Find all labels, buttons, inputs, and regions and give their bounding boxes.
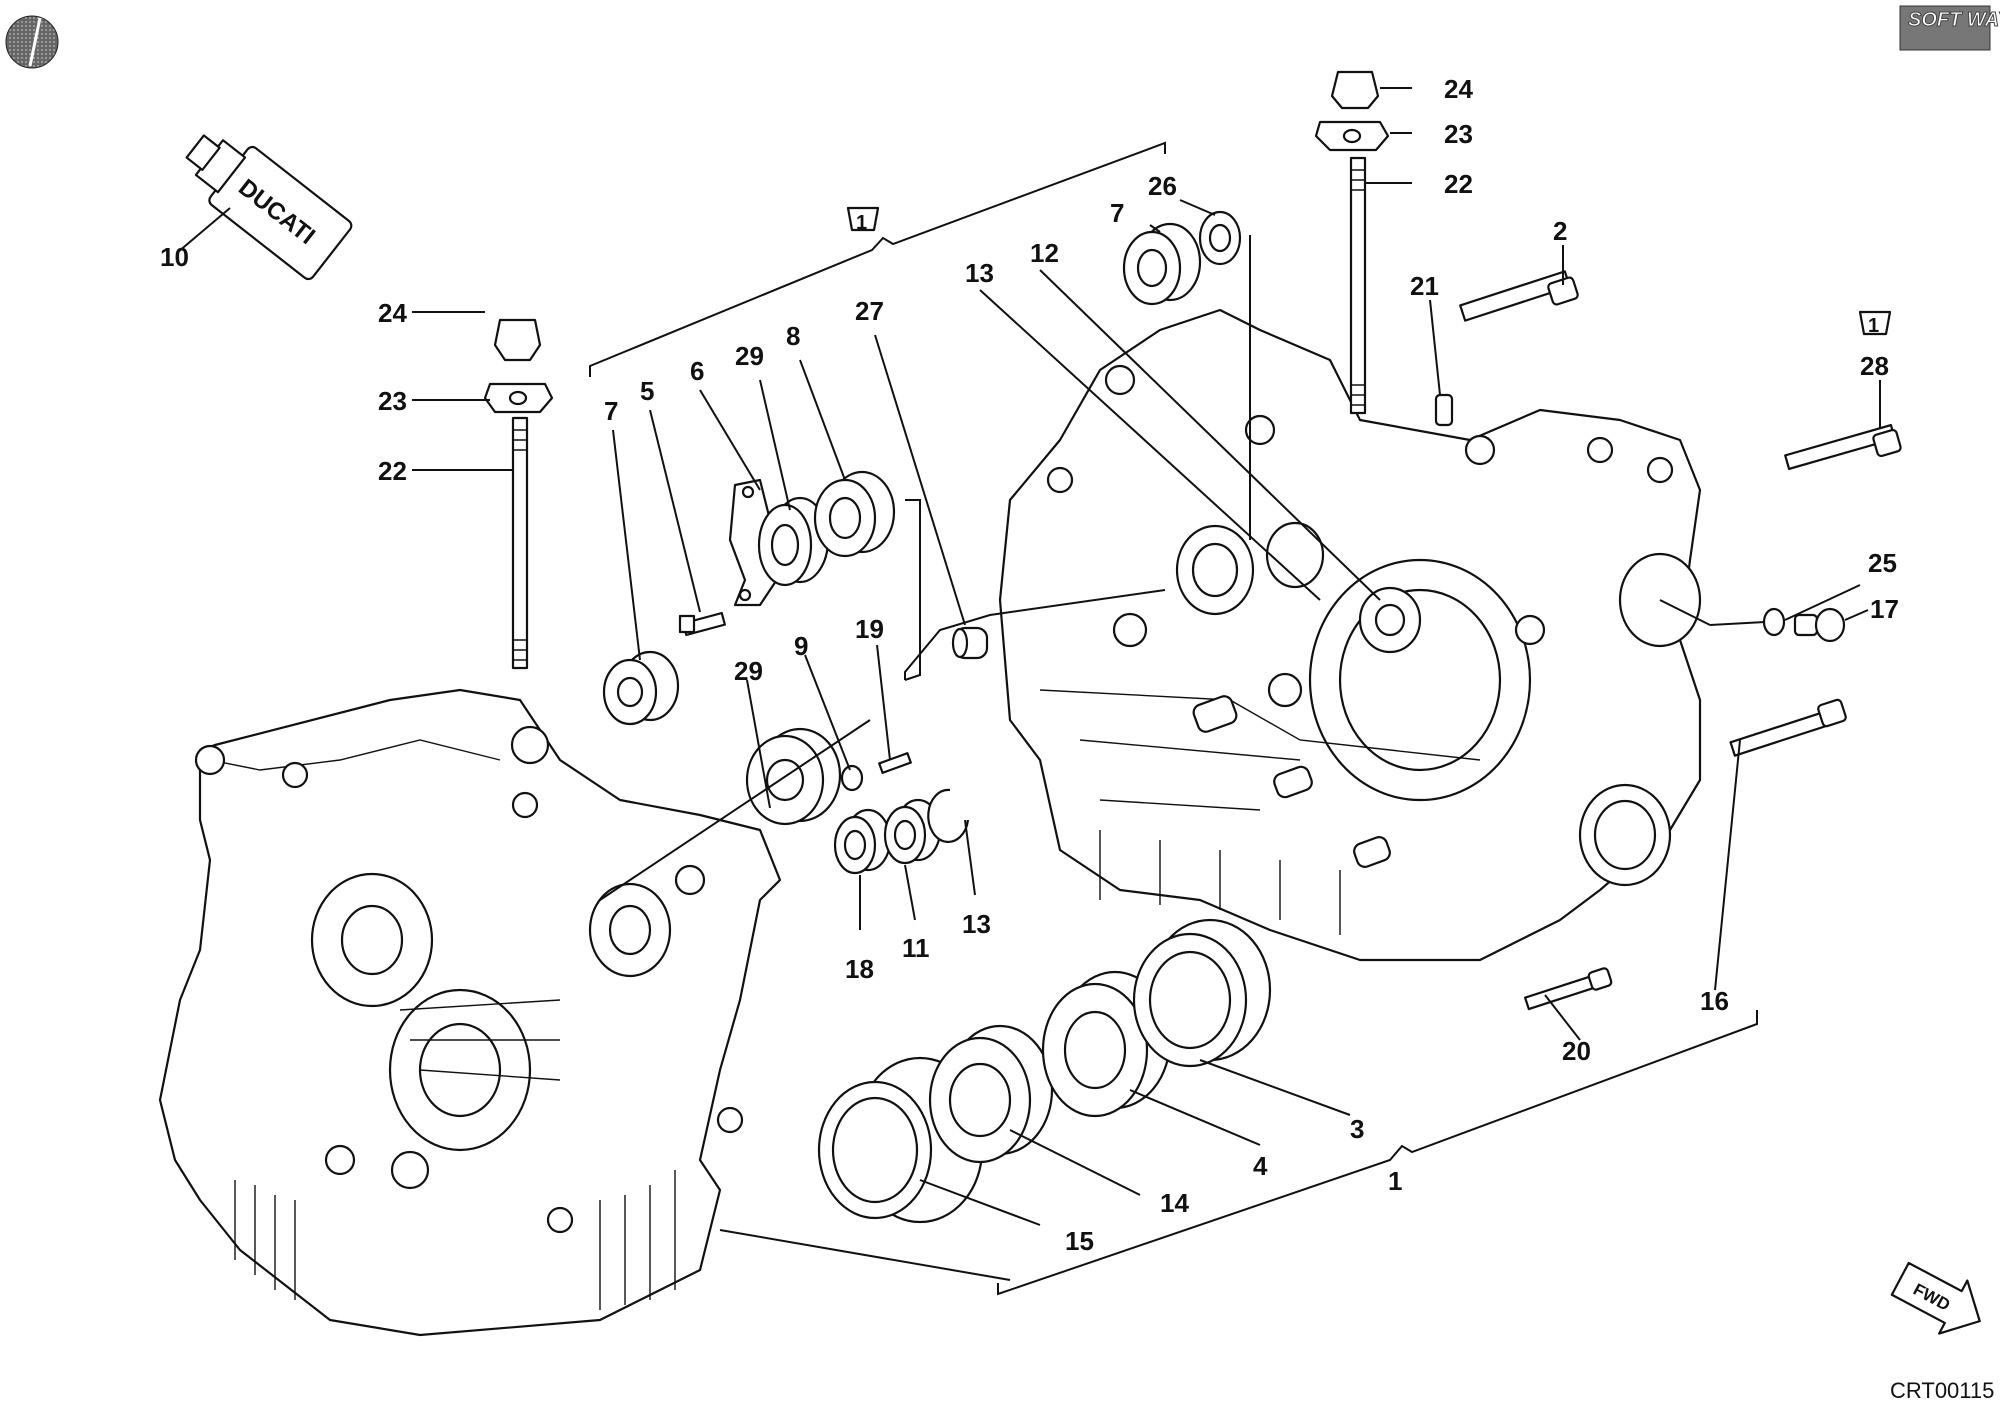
bolt-16 [1729, 698, 1847, 757]
screw-19 [878, 752, 912, 774]
stud-assembly-left [483, 318, 554, 670]
left-crankcase-half [158, 688, 782, 1337]
bushing-27 [951, 626, 989, 660]
bolt-28 [1784, 424, 1902, 470]
callout-8: 8 [786, 321, 800, 351]
bushing-3 [1132, 918, 1272, 1068]
callout-29-lower: 29 [734, 656, 763, 686]
bolt-2 [1459, 270, 1579, 322]
callout-27: 27 [855, 296, 884, 326]
callout-17: 17 [1870, 594, 1899, 624]
callout-13-lower: 13 [962, 909, 991, 939]
leader-lines [177, 87, 1881, 1281]
callout-28: 28 [1860, 351, 1889, 381]
seal-18 [833, 808, 892, 875]
callout-22-right: 22 [1444, 169, 1473, 199]
group-marker-label: 1 [856, 212, 867, 234]
callout-24-right: 24 [1444, 74, 1473, 104]
bushing-15 [817, 1056, 984, 1224]
right-crankcase-half [998, 308, 1702, 962]
group-marker-28: 1 [1858, 310, 1892, 337]
callout-10: 10 [160, 242, 189, 272]
bearing-29-lower [745, 727, 842, 826]
callout-2: 2 [1553, 216, 1567, 246]
bearing-7-right [1122, 222, 1202, 306]
group-marker-triangle [846, 206, 880, 232]
callouts: 10 24 23 22 24 23 22 7 5 6 29 8 27 13 12… [160, 74, 1899, 1256]
callout-1: 1 [1388, 1166, 1402, 1196]
callout-13-upper: 13 [965, 258, 994, 288]
callout-14: 14 [1160, 1188, 1189, 1218]
bearing-4 [1041, 970, 1172, 1118]
callout-26: 26 [1148, 171, 1177, 201]
callout-12: 12 [1030, 238, 1059, 268]
plug-17 [1793, 607, 1846, 643]
fwd-arrow-icon: FWD [1890, 1261, 1981, 1335]
softway-logo: SOFT WAY [1899, 5, 2000, 51]
callout-3: 3 [1350, 1114, 1364, 1144]
callout-7-left: 7 [604, 396, 618, 426]
callout-6: 6 [690, 356, 704, 386]
callout-23-left: 23 [378, 386, 407, 416]
callout-18: 18 [845, 954, 874, 984]
callout-15: 15 [1065, 1226, 1094, 1256]
marker-28-label: 1 [1868, 315, 1879, 337]
logo-text: SOFT WAY [1908, 9, 2000, 31]
group-bracket-bottom [997, 1010, 1758, 1296]
screw-5 [678, 611, 726, 637]
bearing-7-left [602, 650, 680, 726]
callout-21: 21 [1410, 271, 1439, 301]
callout-23-right: 23 [1444, 119, 1473, 149]
dowel-21 [1434, 393, 1454, 427]
grease-tube: DUCATI [185, 134, 353, 281]
bolt-20 [1524, 967, 1613, 1011]
group-bracket-top: 1 [589, 141, 1166, 377]
bearing-14 [928, 1024, 1054, 1164]
callout-19: 19 [855, 614, 884, 644]
callout-20: 20 [1562, 1036, 1591, 1066]
washer-9 [840, 764, 864, 792]
stud-assembly-right [1314, 70, 1390, 415]
callout-7-right: 7 [1110, 198, 1124, 228]
callout-22-left: 22 [378, 456, 407, 486]
seal-26 [1198, 210, 1242, 266]
bearing-29-upper [757, 496, 830, 587]
callout-11: 11 [902, 933, 930, 963]
callout-25: 25 [1868, 548, 1897, 578]
callout-5: 5 [640, 376, 654, 406]
corner-disc-icon [5, 15, 59, 69]
callout-16: 16 [1700, 986, 1729, 1016]
washer-25 [1762, 607, 1786, 637]
callout-29-upper: 29 [735, 341, 764, 371]
callout-24-left: 24 [378, 298, 407, 328]
seal-8 [813, 470, 896, 558]
callout-4: 4 [1253, 1151, 1268, 1181]
callout-9: 9 [794, 631, 808, 661]
drawing-code: CRT00115 [1890, 1378, 1994, 1403]
circlip-13-lower [927, 788, 970, 843]
